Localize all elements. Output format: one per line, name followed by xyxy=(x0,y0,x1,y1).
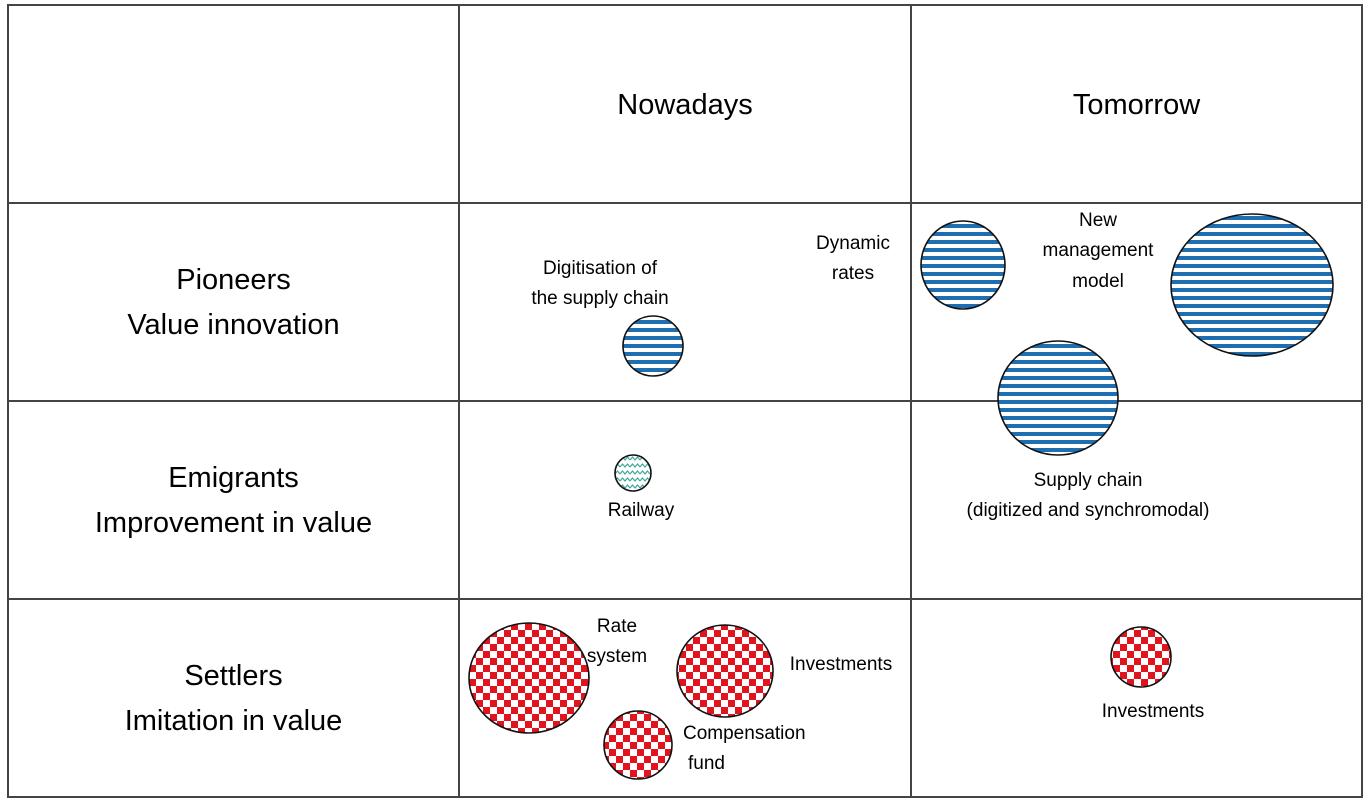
row-title: Settlers xyxy=(184,660,283,692)
investments-tomorrow-label: Investments xyxy=(1101,701,1205,722)
dynamic-rates-label: Dynamic rates xyxy=(800,229,906,290)
label-line: model xyxy=(1072,270,1124,292)
investments-tomorrow-bubble xyxy=(1110,626,1172,688)
new-management-model-bubble xyxy=(1170,213,1334,357)
row-header-pioneers: Pioneers Value innovation xyxy=(8,258,459,348)
row-title: Emigrants xyxy=(168,462,299,494)
investments-nowadays-bubble xyxy=(676,624,774,718)
label-line: Compensation xyxy=(683,723,806,744)
column-header-tomorrow: Tomorrow xyxy=(1072,89,1201,121)
railway-bubble xyxy=(614,454,652,492)
label-line: fund xyxy=(688,753,725,775)
label-line: Rate xyxy=(596,616,638,637)
rate-system-bubble xyxy=(468,622,590,734)
label-line: (digitized and synchromodal) xyxy=(966,500,1210,522)
label-line: New xyxy=(1078,210,1117,231)
new-management-model-label: New management model xyxy=(1023,206,1173,297)
compensation-fund-label: Compensation fund xyxy=(683,719,833,780)
supply-chain-label: Supply chain (digitized and synchromodal… xyxy=(938,466,1238,527)
row-subtitle: Improvement in value xyxy=(94,506,373,539)
row-header-emigrants: Emigrants Improvement in value xyxy=(8,456,459,546)
row-subtitle: Value innovation xyxy=(127,308,340,341)
grid xyxy=(7,4,1363,798)
row-subtitle: Imitation in value xyxy=(124,704,343,737)
supply-chain-bubble xyxy=(997,340,1119,456)
row-header-settlers: Settlers Imitation in value xyxy=(8,654,459,744)
compensation-fund-bubble xyxy=(603,710,673,780)
railway-label: Railway xyxy=(607,500,675,521)
digitisation-label: Digitisation of the supply chain xyxy=(505,254,695,315)
digitisation-bubble xyxy=(622,315,684,377)
label-line: management xyxy=(1042,240,1154,262)
investments-nowadays-label: Investments xyxy=(789,654,893,675)
label-line: the supply chain xyxy=(531,288,669,310)
rate-system-label: Rate system xyxy=(580,612,654,673)
label-line: system xyxy=(586,646,648,668)
label-line: Supply chain xyxy=(1033,470,1143,491)
row-title: Pioneers xyxy=(176,264,291,296)
label-line: Digitisation of xyxy=(542,258,658,279)
column-header-nowadays: Nowadays xyxy=(617,89,753,121)
label-line: Dynamic xyxy=(816,233,890,254)
dynamic-rates-bubble xyxy=(920,220,1006,310)
label-line: rates xyxy=(831,263,875,285)
